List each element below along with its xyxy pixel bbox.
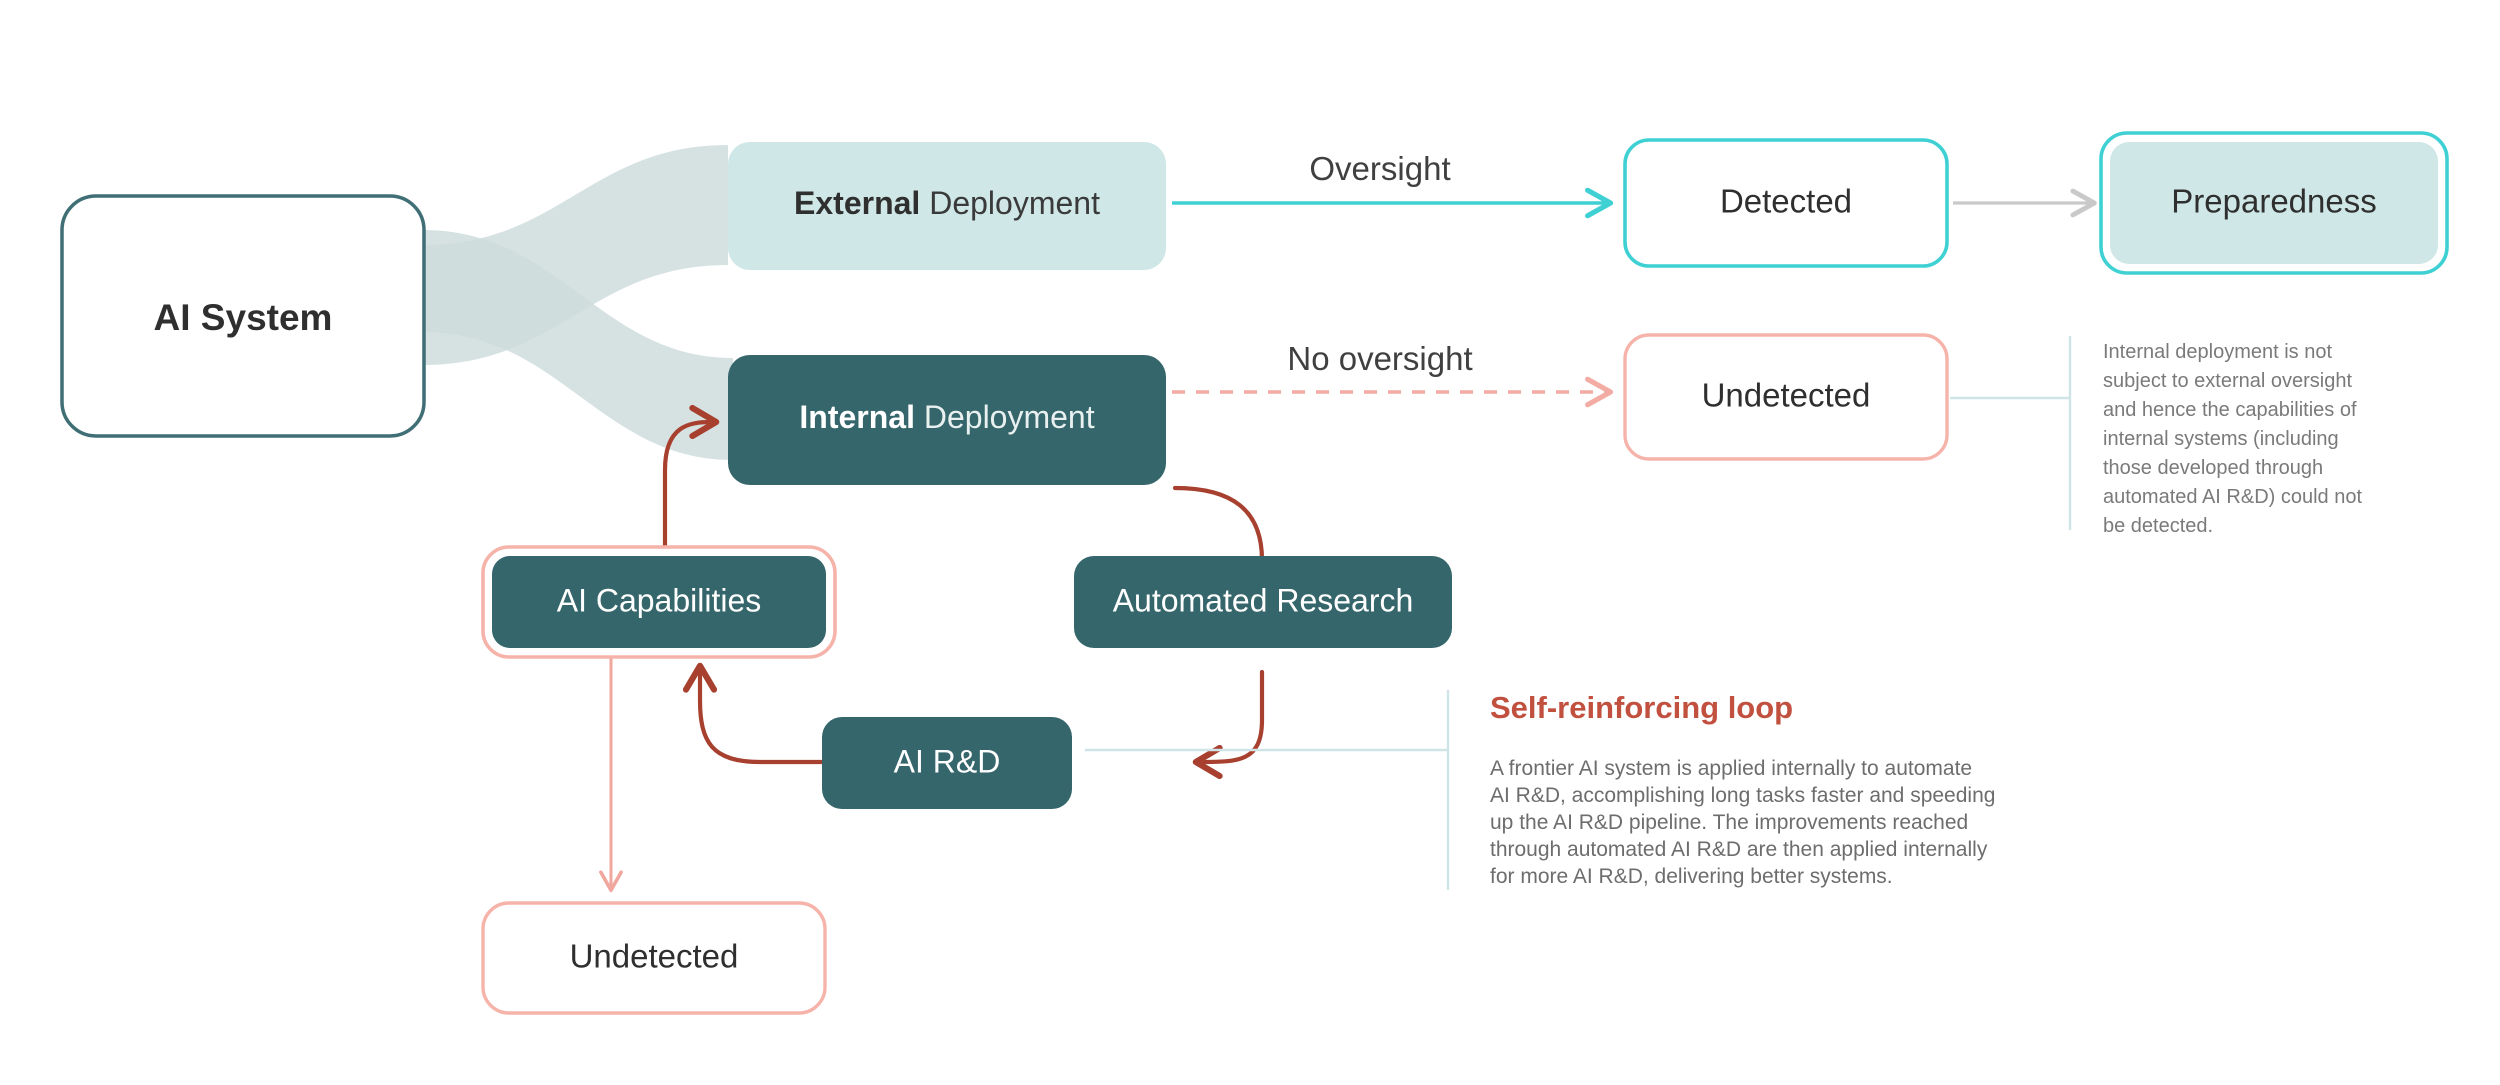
node-undetected-bottom-label: Undetected: [570, 938, 739, 975]
node-ai-rnd[interactable]: AI R&D: [822, 717, 1072, 809]
node-detected-label: Detected: [1720, 183, 1852, 220]
node-undetected-top-label: Undetected: [1702, 377, 1871, 414]
internal-note-line-6: be detected.: [2103, 515, 2213, 537]
internal-note-line-3: internal systems (including: [2103, 428, 2339, 450]
internal-note-line-2: and hence the capabilities of: [2103, 399, 2357, 421]
connector-internal-note: [1950, 336, 2072, 530]
node-detected[interactable]: Detected: [1623, 138, 1949, 268]
annotation-loop-note: Self-reinforcing loop A frontier AI syst…: [1490, 690, 1995, 888]
node-external-deployment-label: External Deployment: [794, 185, 1100, 221]
internal-label-bold: Internal: [799, 399, 915, 435]
node-external-deployment[interactable]: External Deployment: [728, 142, 1166, 270]
edge-oversight: Oversight: [1172, 150, 1614, 219]
edge-automated-research-to-ai-rnd: [1200, 669, 1265, 762]
edge-internal-to-automated-research: [1172, 485, 1262, 630]
edge-ai-rnd-to-capabilities: [700, 670, 831, 765]
internal-note-line-1: subject to external oversight: [2103, 370, 2352, 392]
node-preparedness-label: Preparedness: [2171, 183, 2376, 220]
node-ai-rnd-label: AI R&D: [894, 743, 1001, 779]
internal-note-line-4: those developed through: [2103, 457, 2323, 479]
node-ai-capabilities[interactable]: AI Capabilities: [481, 545, 837, 659]
node-ai-capabilities-label: AI Capabilities: [557, 582, 762, 618]
node-ai-system[interactable]: AI System: [60, 194, 426, 438]
loop-note-line-1: AI R&D, accomplishing long tasks faster …: [1490, 784, 1995, 807]
node-undetected-top[interactable]: Undetected: [1623, 333, 1949, 461]
node-internal-deployment-label: Internal Deployment: [799, 399, 1094, 435]
edge-capabilities-to-internal: [662, 422, 712, 563]
edge-oversight-label: Oversight: [1309, 150, 1450, 187]
loop-note-line-3: through automated AI R&D are then applie…: [1490, 838, 1988, 861]
node-ai-system-label: AI System: [154, 297, 333, 338]
loop-note-line-0: A frontier AI system is applied internal…: [1490, 757, 1972, 780]
node-undetected-bottom[interactable]: Undetected: [481, 901, 827, 1015]
connector-loop-note: [1085, 690, 1450, 890]
node-automated-research[interactable]: Automated Research: [1074, 556, 1452, 648]
external-label-bold: External: [794, 185, 920, 221]
node-automated-research-label: Automated Research: [1113, 582, 1414, 618]
ribbon-to-internal: [423, 230, 733, 460]
edge-no-oversight: No oversight: [1172, 340, 1614, 408]
loop-note-title: Self-reinforcing loop: [1490, 690, 1793, 725]
loop-note-line-2: up the AI R&D pipeline. The improvements…: [1490, 811, 1968, 834]
internal-note-line-0: Internal deployment is not: [2103, 341, 2332, 363]
node-preparedness[interactable]: Preparedness: [2099, 131, 2449, 275]
annotation-internal-note: Internal deployment is not subject to ex…: [2103, 341, 2362, 537]
internal-label-rest: Deployment: [915, 399, 1095, 435]
loop-note-line-4: for more AI R&D, delivering better syste…: [1490, 865, 1893, 888]
edge-no-oversight-label: No oversight: [1287, 340, 1472, 377]
sankey-ribbons: [423, 145, 733, 460]
node-internal-deployment[interactable]: Internal Deployment: [728, 355, 1166, 485]
external-label-rest: Deployment: [920, 185, 1100, 221]
internal-note-line-5: automated AI R&D) could not: [2103, 486, 2362, 508]
